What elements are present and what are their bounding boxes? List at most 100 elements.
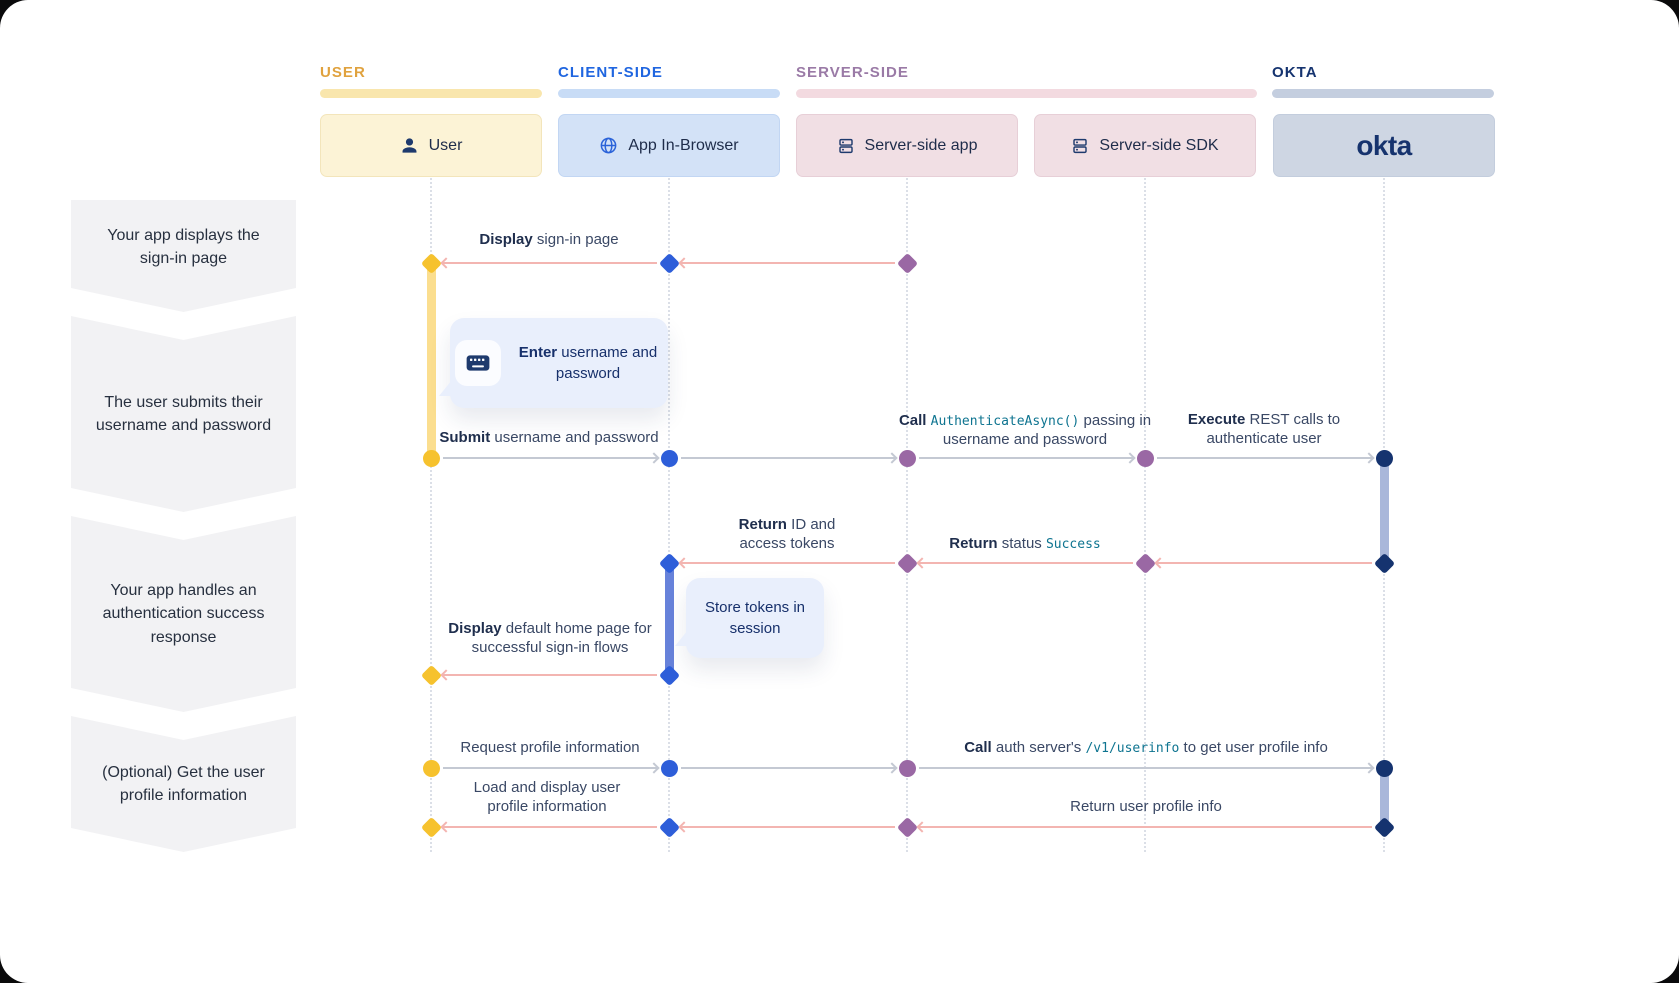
column-group-bar (796, 89, 1257, 98)
actor-server-app: Server-side app (796, 114, 1018, 177)
circle-node-server-sdk (1136, 449, 1154, 467)
arrowhead-icon (916, 820, 928, 833)
label-text: REST calls to authenticate user (1206, 411, 1341, 447)
message-arrow (678, 820, 895, 833)
label-text: Execute (1187, 411, 1246, 428)
arrowhead-icon (678, 820, 690, 833)
diamond-node-user (420, 816, 442, 838)
arrowhead-icon (1363, 451, 1375, 464)
label-text: to get user profile info (1179, 739, 1328, 756)
server-icon (1071, 137, 1089, 155)
message-arrow (681, 761, 898, 774)
lifeline-browser (668, 178, 670, 852)
message-label: Return user profile info (1070, 798, 1222, 817)
diamond-node-user (420, 664, 442, 686)
actor-label: User (428, 136, 463, 154)
label-text: ID and access tokens (739, 516, 836, 552)
arrowhead-icon (648, 761, 660, 774)
label-text: auth server's (991, 739, 1086, 756)
activation-bar (664, 563, 674, 675)
code-text: Success (1045, 537, 1101, 552)
label-text: Display (479, 231, 533, 248)
column-group-label: USER (320, 64, 366, 81)
bubble-text: Store tokens in session (700, 597, 810, 639)
message-arrow (443, 761, 660, 774)
column-group-label: SERVER-SIDE (796, 64, 909, 81)
message-label: Call auth server's /v1/userinfo to get u… (964, 739, 1328, 758)
diamond-node-okta (1373, 816, 1395, 838)
actor-label: Server-side app (864, 136, 978, 154)
label-text: sign-in page (532, 231, 619, 248)
label-text: default home page for successful sign-in… (471, 620, 652, 656)
diamond-node-server-app (896, 816, 918, 838)
message-label: Return ID and access tokens (727, 516, 847, 554)
step-1: Your app displays the sign-in page (71, 200, 296, 312)
label-text: username and password (490, 429, 659, 446)
label-text: Call (964, 739, 992, 756)
circle-node-browser (660, 759, 678, 777)
lifeline-server-app (906, 178, 908, 852)
label-text: Store tokens in session (704, 599, 806, 637)
bubble-tail-icon (675, 630, 688, 646)
message-arrow (681, 451, 898, 464)
actor-label: Server-side SDK (1099, 136, 1219, 154)
globe-icon (599, 136, 618, 155)
arrowhead-icon (886, 761, 898, 774)
diamond-node-browser (658, 816, 680, 838)
message-arrow (919, 451, 1136, 464)
diamond-node-browser (658, 664, 680, 686)
step-label: Your app handles an authentication succe… (102, 582, 265, 646)
arrowhead-icon (648, 451, 660, 464)
diamond-node-server-app (896, 552, 918, 574)
activation-bar (1379, 458, 1389, 563)
circle-node-okta (1375, 759, 1393, 777)
message-label: Request profile information (460, 739, 639, 758)
circle-node-browser (660, 449, 678, 467)
note-bubble: Store tokens in session (675, 578, 824, 658)
bubble-tail-icon (439, 380, 452, 396)
keyboard-icon (455, 340, 501, 386)
activation-bar (1379, 768, 1389, 827)
diamond-node-browser (658, 252, 680, 274)
column-group-bar (558, 89, 780, 98)
server-icon (837, 137, 855, 155)
actor-browser: App In-Browser (558, 114, 780, 177)
diamond-node-server-sdk (1134, 552, 1156, 574)
message-label: Display default home page for successful… (443, 620, 658, 658)
step-3: Your app handles an authentication succe… (71, 516, 296, 712)
arrowhead-icon (1363, 761, 1375, 774)
actor-label: App In-Browser (628, 136, 739, 154)
label-text: Request profile information (460, 739, 640, 756)
circle-node-server-app (898, 449, 916, 467)
note-bubble: Enter username and password (439, 318, 668, 408)
label-text: Return (738, 516, 787, 533)
arrowhead-icon (916, 556, 928, 569)
arrowhead-icon (678, 256, 690, 269)
arrowhead-icon (1124, 451, 1136, 464)
code-text: AuthenticateAsync() (930, 414, 1080, 429)
label-text: passing in username and password (942, 412, 1152, 448)
message-label: Execute REST calls to authenticate user (1177, 411, 1352, 449)
message-arrow (440, 820, 657, 833)
message-label: Load and display user profile informatio… (462, 779, 632, 817)
column-group-label: CLIENT-SIDE (558, 64, 663, 81)
diamond-node-server-app (896, 252, 918, 274)
label-text: Submit (439, 429, 491, 446)
label-text: Load and display user profile informatio… (473, 779, 621, 815)
arrowhead-icon (886, 451, 898, 464)
message-label: Call AuthenticateAsync() passing in user… (891, 412, 1159, 450)
diamond-node-okta (1373, 552, 1395, 574)
arrowhead-icon (678, 556, 690, 569)
okta-logo: okta (1356, 129, 1412, 161)
message-arrow (443, 451, 660, 464)
step-label: The user submits their username and pass… (95, 393, 272, 434)
arrowhead-icon (1154, 556, 1166, 569)
label-text: status (997, 535, 1046, 552)
column-group-bar (320, 89, 542, 98)
message-arrow (440, 256, 657, 269)
message-arrow (1154, 556, 1372, 569)
label-text: Call (898, 412, 927, 429)
arrowhead-icon (440, 256, 452, 269)
step-label: Your app displays the sign-in page (107, 226, 260, 267)
